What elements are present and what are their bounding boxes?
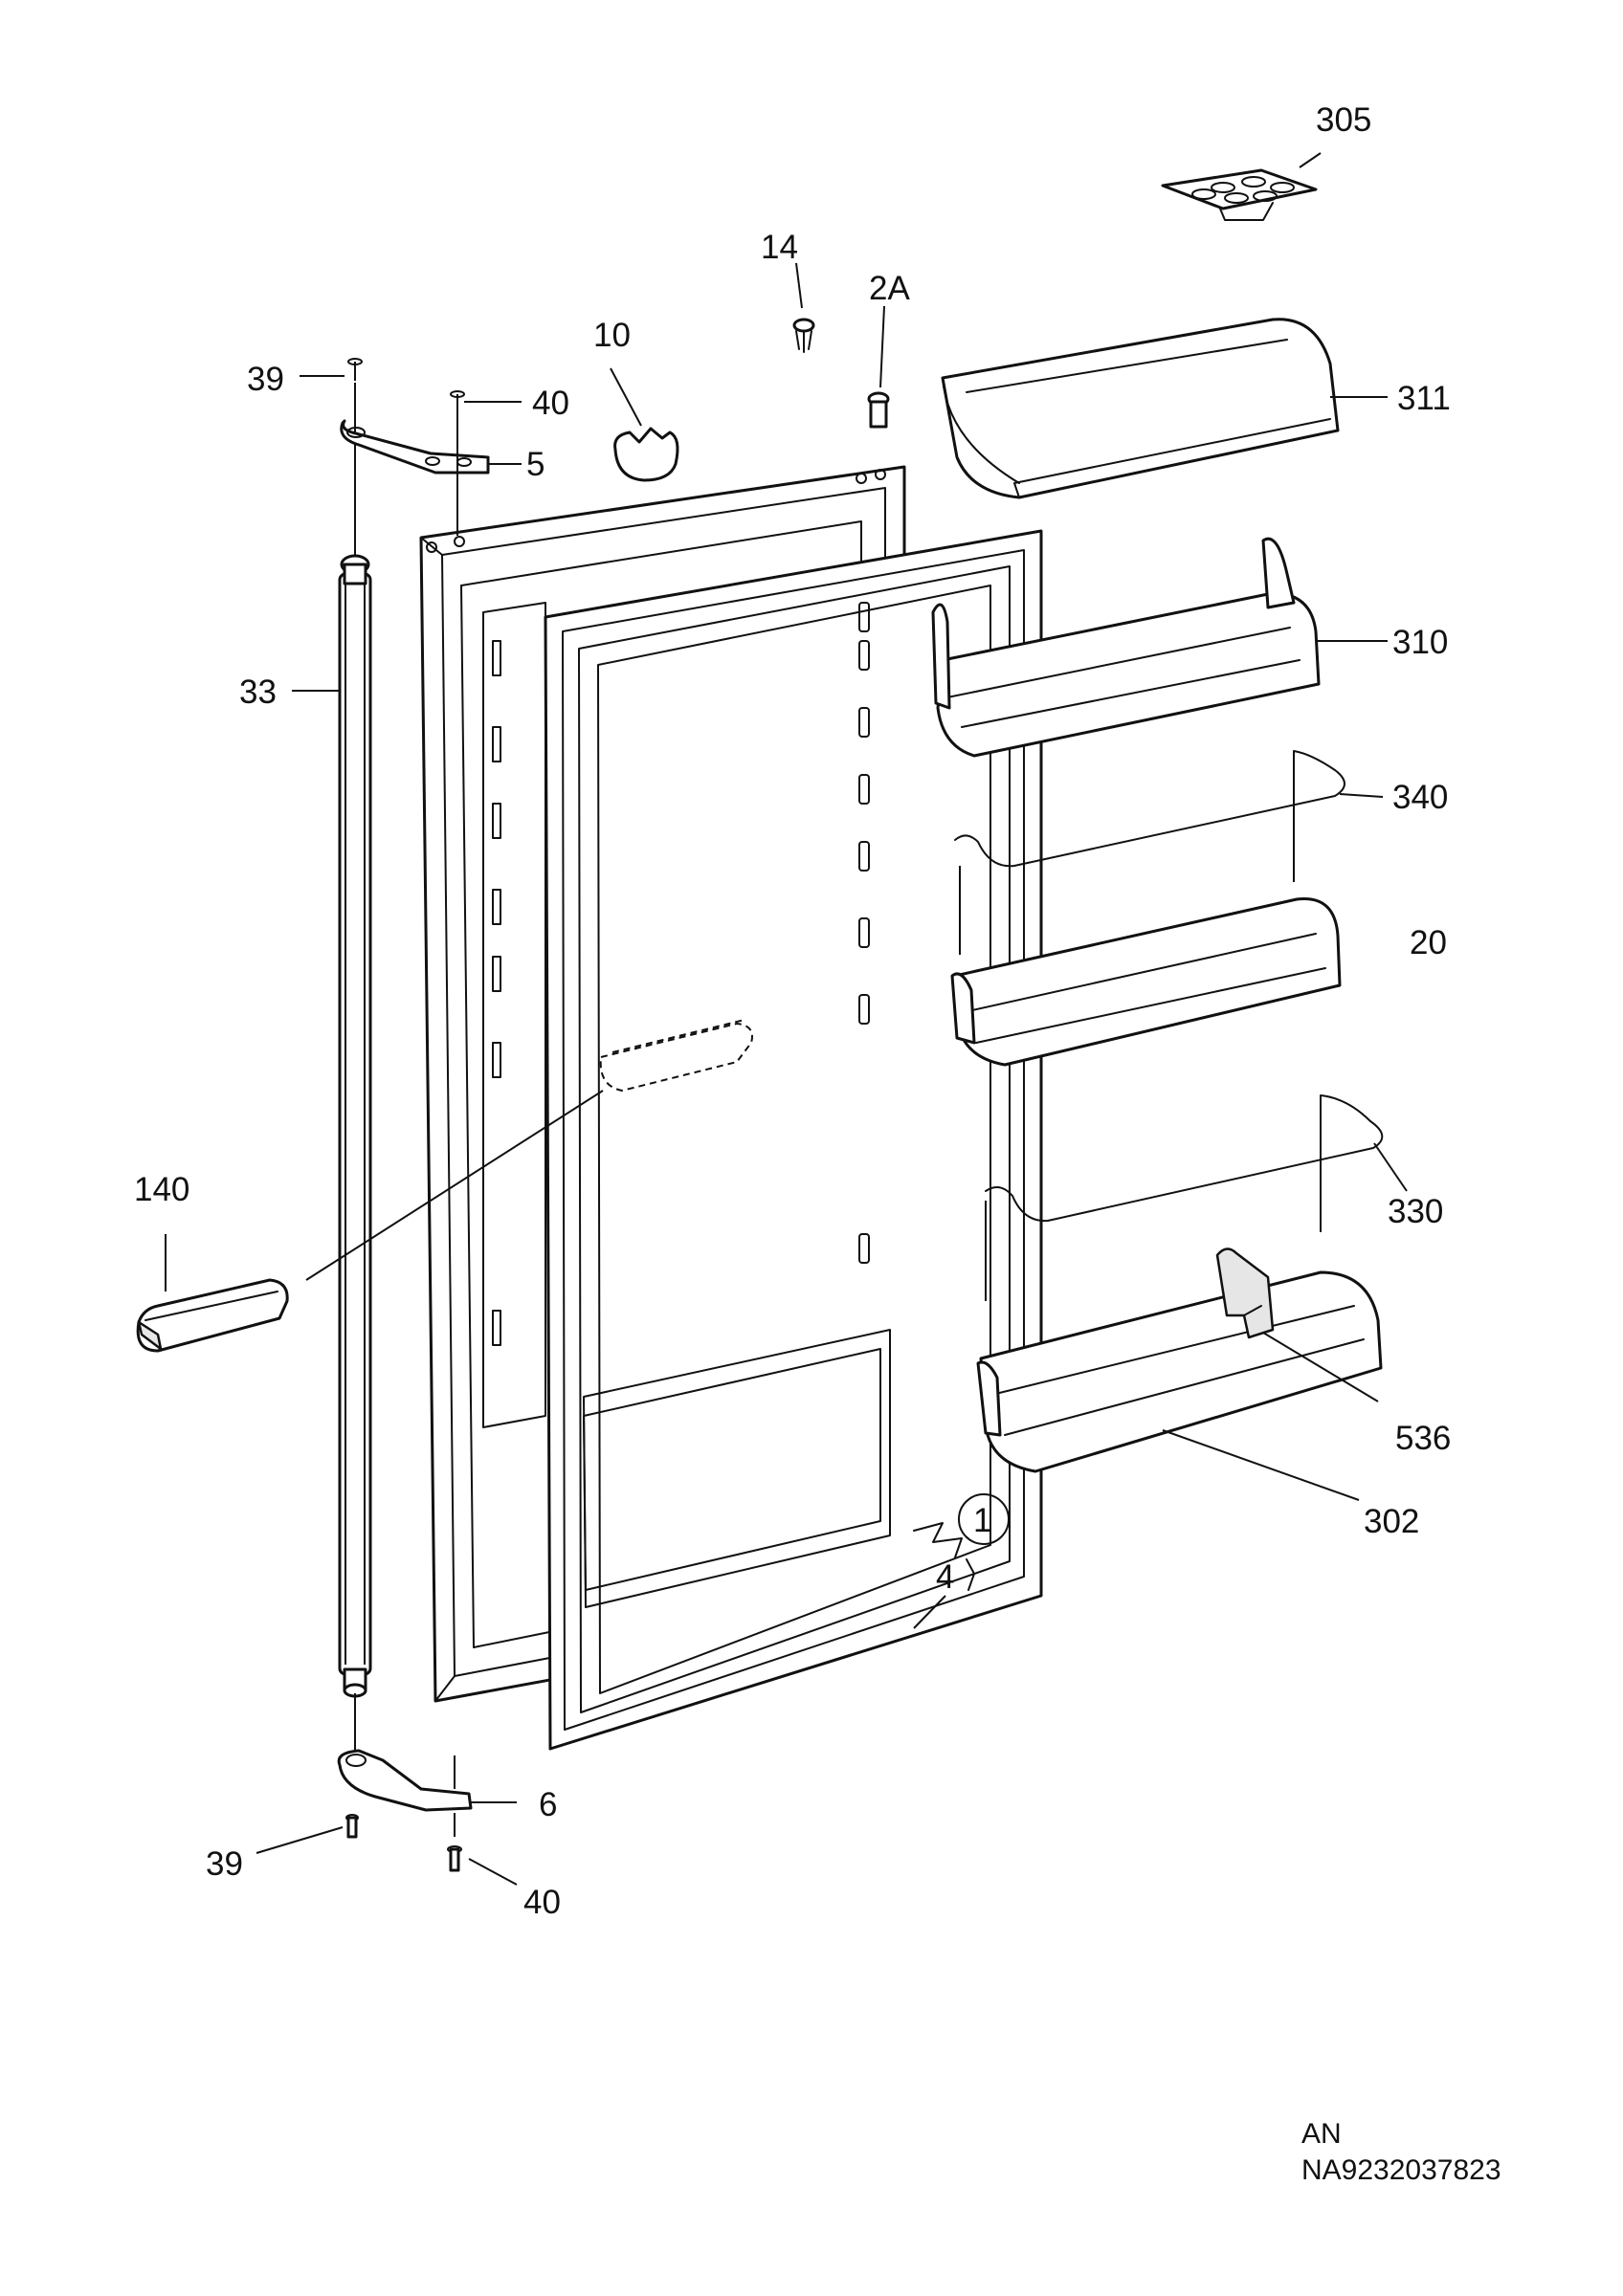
wire-rail-340	[954, 750, 1345, 955]
label-33: 33	[239, 673, 277, 711]
leader-lines	[165, 152, 1408, 1886]
label-310: 310	[1392, 624, 1448, 661]
label-302: 302	[1364, 1503, 1419, 1540]
divider-536	[1215, 1247, 1275, 1339]
bottom-hinge	[337, 1749, 473, 1837]
label-40-bottom: 40	[523, 1884, 561, 1921]
label-330: 330	[1388, 1193, 1443, 1230]
part-labels: 305 14 2A 10 39 40 5 311 33 310 340 20 1…	[134, 101, 1451, 1921]
label-140: 140	[134, 1171, 189, 1208]
label-536: 536	[1395, 1420, 1451, 1457]
bushing-2a	[867, 391, 890, 429]
label-2a: 2A	[869, 270, 910, 307]
dairy-cover-311	[941, 318, 1340, 499]
label-40-top: 40	[532, 385, 569, 422]
label-39-bottom: 39	[206, 1845, 243, 1883]
label-1: 1	[973, 1502, 991, 1539]
handle-140	[136, 1278, 289, 1353]
label-5: 5	[526, 446, 545, 483]
wire-rail-330	[985, 1094, 1384, 1301]
footer-code: AN	[1301, 2118, 1342, 2150]
shelf-20	[950, 896, 1342, 1067]
door-gasket	[544, 529, 1043, 1751]
diagram-footer: AN NA9232037823	[1301, 2118, 1501, 2186]
label-6: 6	[539, 1786, 557, 1823]
shelf-302	[976, 1270, 1383, 1473]
egg-tray-305	[1161, 168, 1318, 221]
handle-ghost	[305, 1019, 753, 1281]
screw-40-top	[450, 390, 465, 413]
callout-circle	[958, 1493, 1010, 1545]
label-14: 14	[761, 229, 798, 266]
shelf-310	[931, 537, 1321, 758]
footer-id: NA9232037823	[1301, 2154, 1501, 2186]
label-4: 4	[936, 1558, 954, 1596]
label-10: 10	[593, 317, 631, 354]
label-340: 340	[1392, 779, 1448, 816]
screw-39-top	[347, 358, 363, 381]
label-305: 305	[1316, 101, 1371, 139]
label-20: 20	[1410, 924, 1447, 961]
label-39-top: 39	[247, 361, 284, 398]
screw-39-bottom	[345, 1814, 359, 1839]
hinge-pin	[338, 383, 372, 1765]
label-311: 311	[1397, 380, 1451, 417]
plug-14	[792, 318, 815, 353]
cap-10	[613, 427, 679, 482]
top-hinge	[340, 402, 490, 536]
screw-40-bottom	[447, 1845, 462, 1872]
